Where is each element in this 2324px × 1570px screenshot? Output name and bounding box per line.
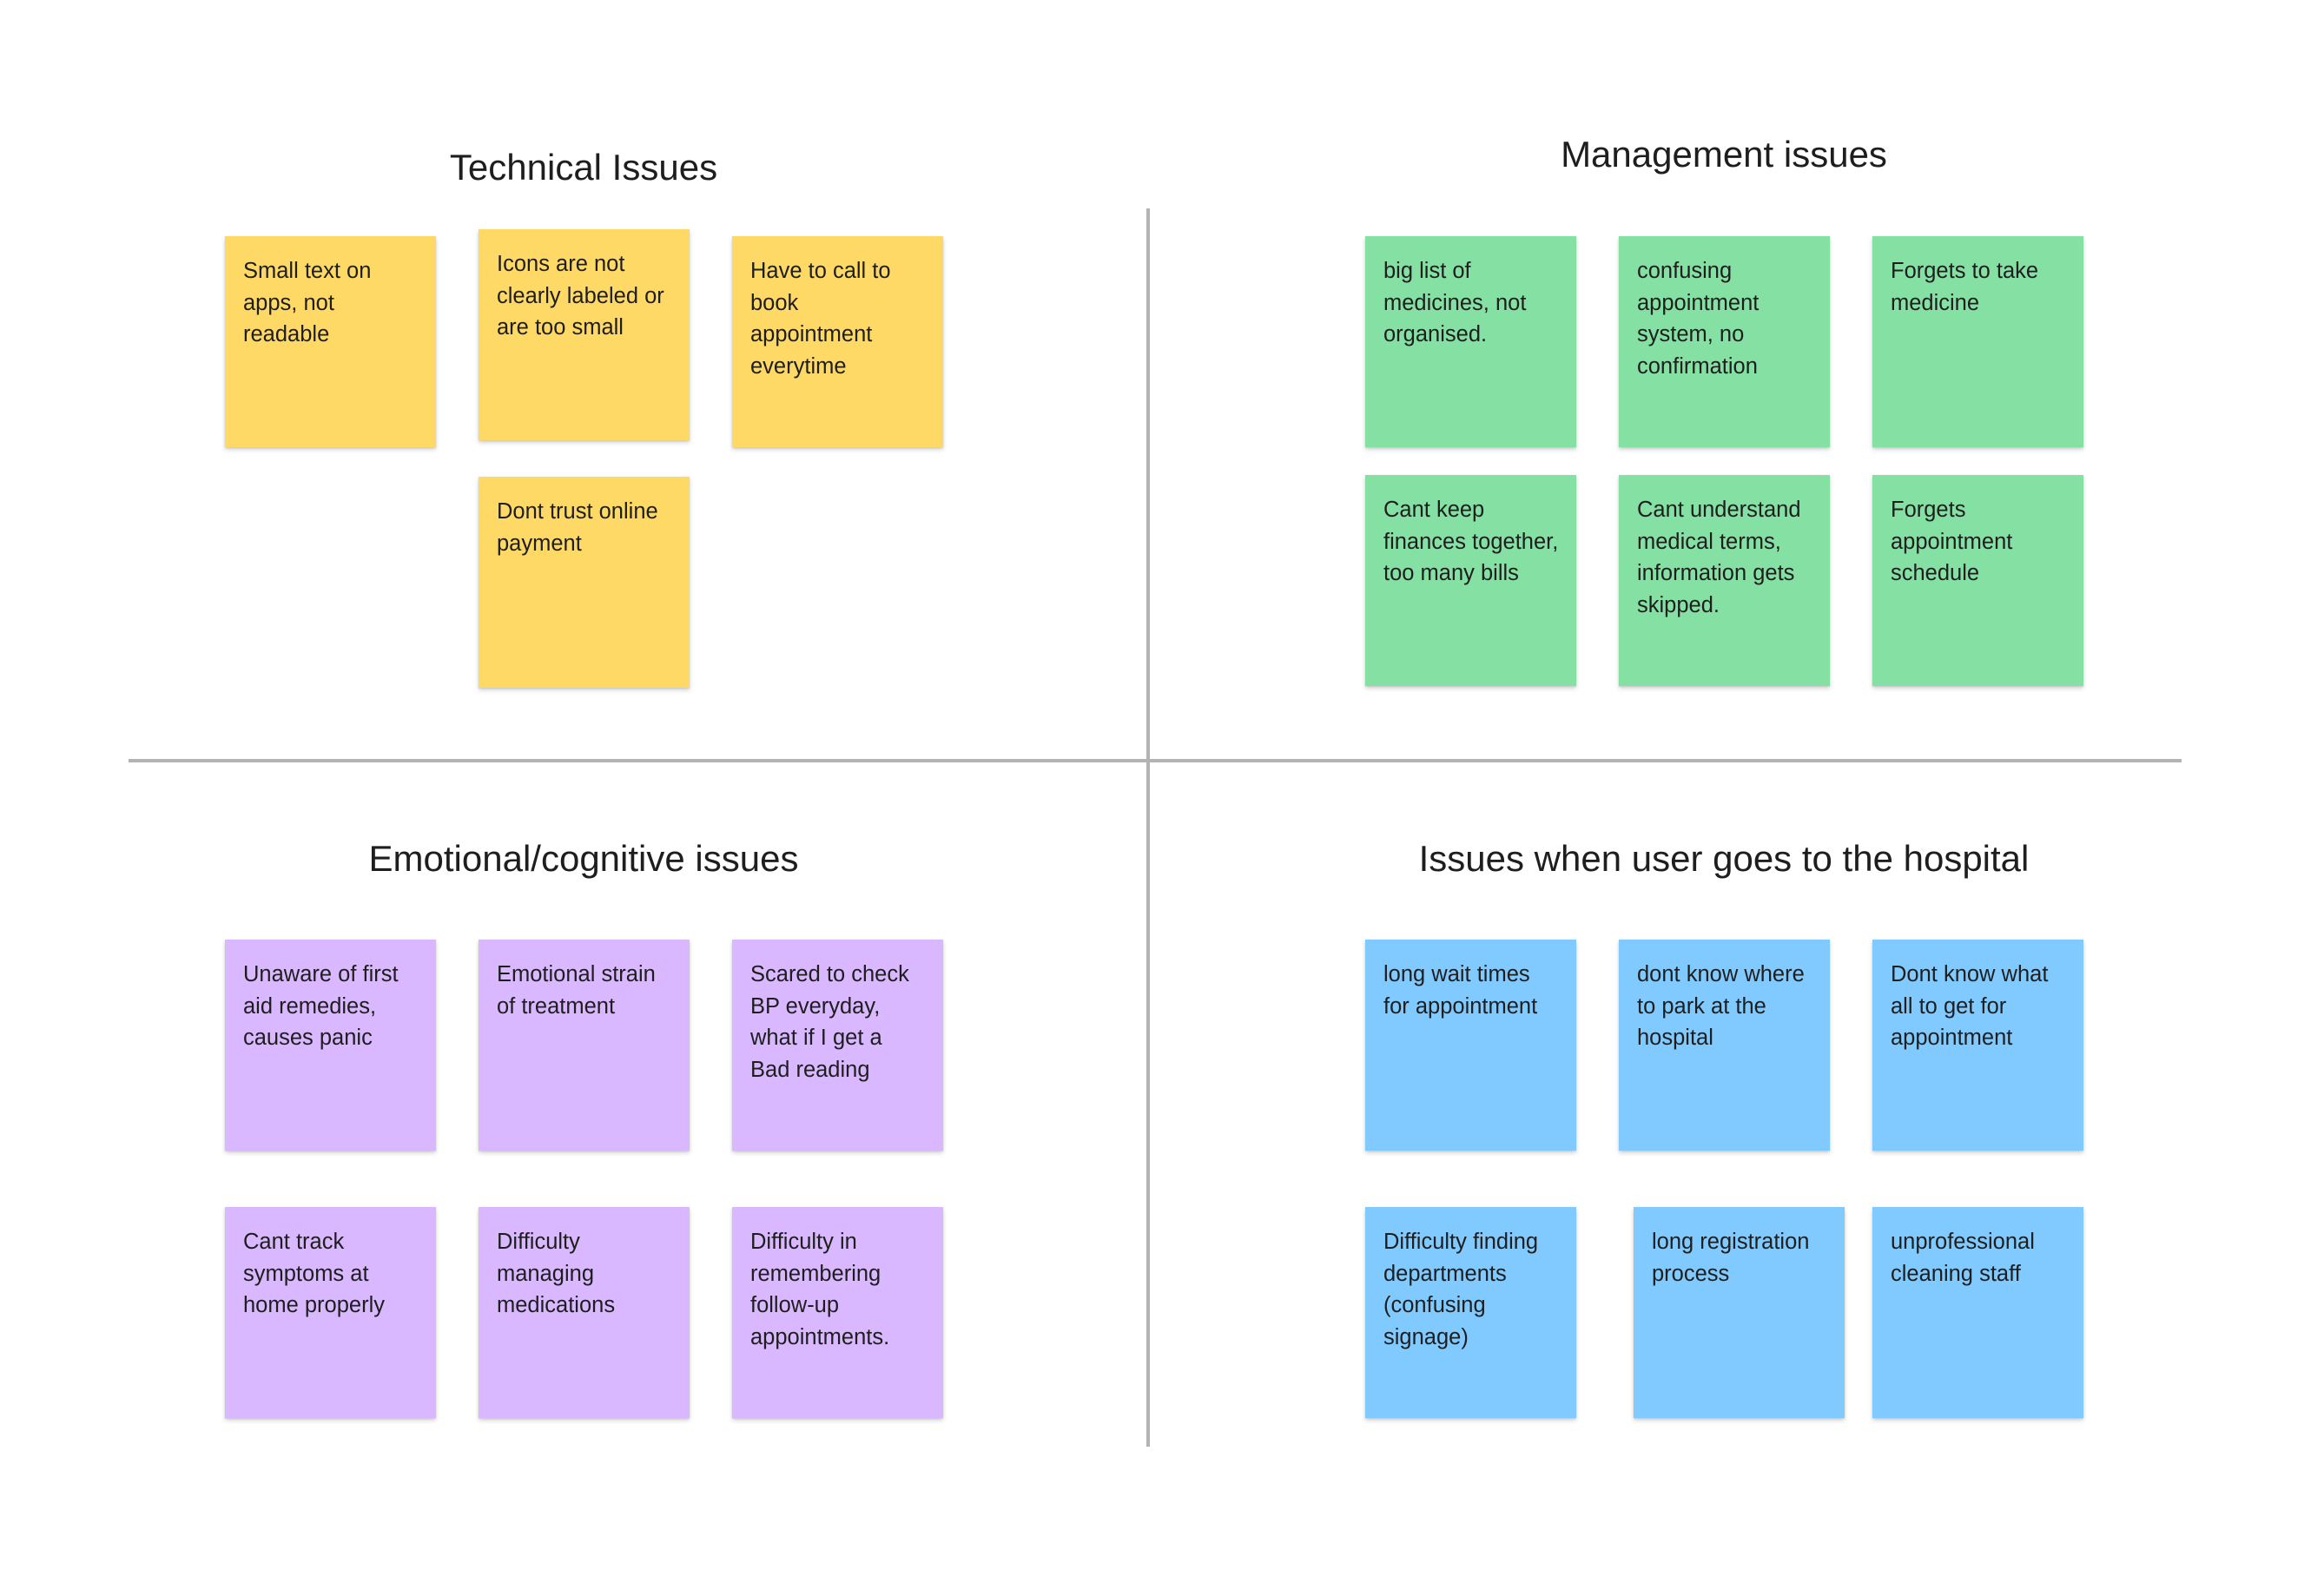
management-issues-title: Management issues — [1561, 134, 1887, 175]
sticky-note[interactable]: Small text on apps, not readable — [225, 236, 436, 447]
sticky-note[interactable]: Cant keep finances together, too many bi… — [1365, 475, 1576, 686]
sticky-note[interactable]: Have to call to book appointment everyti… — [732, 236, 943, 447]
sticky-note[interactable]: Scared to check BP everyday, what if I g… — [732, 940, 943, 1151]
sticky-note[interactable]: long registration process — [1634, 1207, 1845, 1418]
sticky-note[interactable]: confusing appointment system, no confirm… — [1619, 236, 1830, 447]
sticky-note[interactable]: Dont trust online payment — [479, 477, 690, 688]
horizontal-divider — [129, 759, 2182, 762]
vertical-divider — [1146, 208, 1150, 1447]
sticky-note[interactable]: Difficulty managing medications — [479, 1207, 690, 1418]
sticky-note[interactable]: Difficulty finding departments (confusin… — [1365, 1207, 1576, 1418]
technical-issues-title: Technical Issues — [449, 147, 718, 188]
sticky-note[interactable]: Forgets appointment schedule — [1872, 475, 2083, 686]
sticky-note[interactable]: Cant understand medical terms, informati… — [1619, 475, 1830, 686]
sticky-note[interactable]: Emotional strain of treatment — [479, 940, 690, 1151]
emotional-issues-title: Emotional/cognitive issues — [368, 838, 799, 879]
sticky-note[interactable]: Forgets to take medicine — [1872, 236, 2083, 447]
sticky-note[interactable]: Dont know what all to get for appointmen… — [1872, 940, 2083, 1151]
sticky-note[interactable]: Cant track symptoms at home properly — [225, 1207, 436, 1418]
sticky-note[interactable]: Difficulty in remembering follow-up appo… — [732, 1207, 943, 1418]
sticky-note[interactable]: big list of medicines, not organised. — [1365, 236, 1576, 447]
hospital-issues-title: Issues when user goes to the hospital — [1418, 838, 2030, 879]
sticky-note[interactable]: dont know where to park at the hospital — [1619, 940, 1830, 1151]
sticky-note[interactable]: Icons are not clearly labeled or are too… — [479, 229, 690, 440]
sticky-note[interactable]: unprofessional cleaning staff — [1872, 1207, 2083, 1418]
sticky-note[interactable]: long wait times for appointment — [1365, 940, 1576, 1151]
sticky-note[interactable]: Unaware of first aid remedies, causes pa… — [225, 940, 436, 1151]
